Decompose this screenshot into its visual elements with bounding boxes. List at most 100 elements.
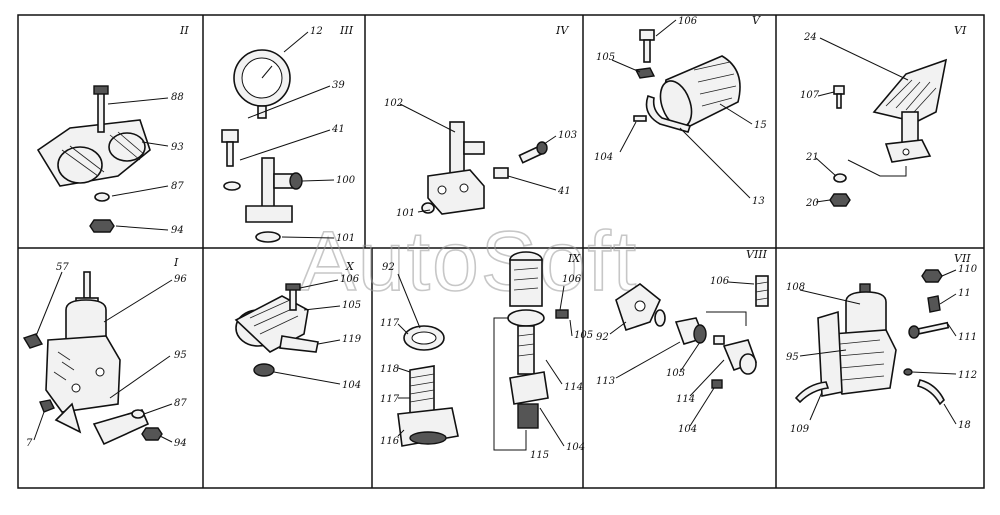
tee-block-drawing <box>427 121 485 215</box>
callout-label: 116 <box>380 436 400 447</box>
callout-label: 12 <box>310 26 323 37</box>
leader-lines <box>611 19 753 199</box>
washer-drawing <box>94 192 110 202</box>
callout-label: 20 <box>805 198 819 209</box>
callout-label: 104 <box>594 152 613 163</box>
callout-label: 18 <box>958 420 971 431</box>
callout-label: 111 <box>958 332 977 343</box>
flange-drawing <box>615 283 666 332</box>
clamp-bracket-drawing <box>36 85 151 187</box>
callout-label: 114 <box>676 394 695 405</box>
leader-lines <box>799 269 957 425</box>
leader-lines <box>397 273 573 451</box>
callout-label: 106 <box>678 16 698 27</box>
bolt-drawing <box>555 309 569 319</box>
gasket-drawing <box>403 325 445 351</box>
callout-label: 106 <box>562 274 582 285</box>
callout-label: 95 <box>786 352 799 363</box>
panel-numeral: VI <box>954 24 967 37</box>
callout-label: 106 <box>340 274 360 285</box>
banjo-bolt-drawing <box>493 141 548 179</box>
callout-label: 104 <box>678 424 697 435</box>
panel-numeral: III <box>339 24 354 37</box>
panel-numeral: IX <box>567 252 581 265</box>
callout-label: 39 <box>332 80 345 91</box>
callout-label: 87 <box>171 181 184 192</box>
callout-label: 113 <box>596 376 615 387</box>
bracket-plate-drawing <box>54 402 150 446</box>
bolt-drawing <box>833 85 845 109</box>
callout-label: 104 <box>342 380 361 391</box>
bolt-drawing <box>634 29 656 79</box>
panel-numeral: I <box>173 256 179 269</box>
washer-drawing <box>131 409 145 419</box>
callout-label: 41 <box>557 186 571 197</box>
leader-lines <box>399 103 557 213</box>
filter-canister-drawing <box>659 55 741 128</box>
panel-numeral: VII <box>954 252 971 265</box>
panel-III: III 12 39 41 100 101 <box>221 24 356 244</box>
small-screw-drawing <box>903 368 913 376</box>
washer-drawing <box>223 181 241 191</box>
callout-label: 57 <box>56 262 69 273</box>
banjo-fitting-drawing <box>711 339 758 389</box>
callout-label: 106 <box>710 276 730 287</box>
leader-lines <box>609 281 755 427</box>
callout-label: 104 <box>566 442 585 453</box>
callout-label: 107 <box>800 90 820 101</box>
regulator-valve-drawing <box>45 271 121 413</box>
hose-pipe-drawing <box>794 379 945 406</box>
leader-lines <box>33 271 173 443</box>
fitting-drawing <box>927 295 941 313</box>
relief-valve-drawing <box>817 283 897 397</box>
leader-lines <box>815 37 909 203</box>
callout-label: 103 <box>558 130 577 141</box>
callout-label: 95 <box>174 350 187 361</box>
panel-VIII: VIII 106 92 <box>596 248 769 435</box>
callout-label: 114 <box>564 382 583 393</box>
bolt-drawing <box>755 275 769 307</box>
callout-label: 105 <box>574 330 593 341</box>
callout-label: 41 <box>331 124 345 135</box>
panel-numeral: II <box>179 24 189 37</box>
callout-label: 118 <box>380 364 399 375</box>
panel-grid <box>17 14 985 489</box>
callout-label: 100 <box>336 175 356 186</box>
bolt-drawing <box>221 129 239 167</box>
leader-lines <box>273 279 341 385</box>
callout-label: 94 <box>174 438 187 449</box>
callout-label: 13 <box>752 196 765 207</box>
panel-X: X 106 105 119 104 <box>234 260 362 391</box>
panel-numeral: V <box>752 14 761 27</box>
callout-label: 96 <box>174 274 187 285</box>
panel-IV: IV 102 103 101 41 <box>384 24 577 219</box>
watermark-text: AutoSoft <box>300 214 638 308</box>
nut-drawing <box>921 269 943 283</box>
clamp-band-drawing <box>633 94 692 133</box>
spring-drawing <box>409 365 435 415</box>
callout-label: 11 <box>958 288 971 299</box>
callout-label: 103 <box>666 368 685 379</box>
bolt-drawing <box>908 321 950 339</box>
callout-label: 117 <box>380 318 400 329</box>
pressure-gauge-drawing <box>233 49 291 119</box>
panel-I: I 57 96 95 87 7 94 <box>22 256 187 449</box>
callout-label: 94 <box>171 225 184 236</box>
panel-numeral: IV <box>555 24 569 37</box>
panel-IX: IX <box>380 251 593 461</box>
callout-label: 92 <box>382 262 395 273</box>
callout-label: 92 <box>596 332 609 343</box>
callout-label: 93 <box>171 142 184 153</box>
callout-label: 101 <box>336 233 355 244</box>
panel-VI: VI 24 107 21 20 <box>800 24 967 209</box>
callout-label: 110 <box>958 264 978 275</box>
panel-numeral: VIII <box>746 248 768 261</box>
filter-element-drawing <box>507 251 549 429</box>
leader-lines <box>107 97 169 231</box>
callout-label: 87 <box>174 398 187 409</box>
mounting-bracket-drawing <box>872 58 948 163</box>
callout-label: 102 <box>384 98 403 109</box>
callout-label: 101 <box>396 208 415 219</box>
callout-label: 115 <box>530 450 549 461</box>
